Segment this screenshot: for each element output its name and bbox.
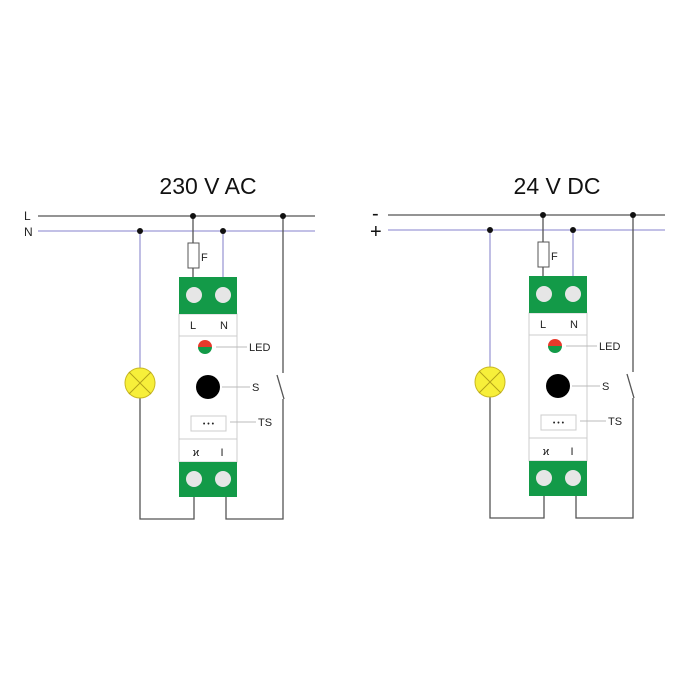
dc-title: 24 V DC — [514, 173, 601, 199]
fuse-label: F — [201, 252, 208, 264]
led-icon — [198, 340, 212, 354]
rail-label-plus: + — [370, 221, 382, 243]
switch-label: S — [252, 382, 259, 394]
lamp-icon — [124, 367, 156, 399]
ts-dots: • • • — [203, 421, 215, 428]
circuit-dc — [387, 211, 666, 519]
fuse-icon — [187, 242, 200, 269]
rail-label-n: N — [24, 225, 33, 239]
button-s — [196, 375, 220, 399]
terminal-l — [186, 287, 202, 303]
relay-module: L N LED S • • • TS ϰ I — [178, 277, 272, 497]
rail-label-l: L — [24, 209, 31, 223]
terminal-n — [215, 287, 231, 303]
dc-diagram: 24 V DC - + — [370, 173, 600, 243]
ts-label: TS — [258, 417, 272, 429]
circuit-ac: F L N LED — [38, 213, 315, 520]
output-load-label: ϰ — [193, 447, 200, 459]
led-label: LED — [249, 342, 270, 354]
switch-icon — [276, 374, 285, 400]
ac-title: 230 V AC — [159, 173, 256, 199]
input-label: I — [220, 447, 223, 459]
ac-diagram: 230 V AC L N — [24, 173, 257, 239]
ts-connector — [190, 415, 227, 432]
rail-label-minus: - — [372, 203, 379, 225]
terminal-n-label: N — [220, 320, 228, 332]
terminal-l-label: L — [190, 320, 196, 332]
